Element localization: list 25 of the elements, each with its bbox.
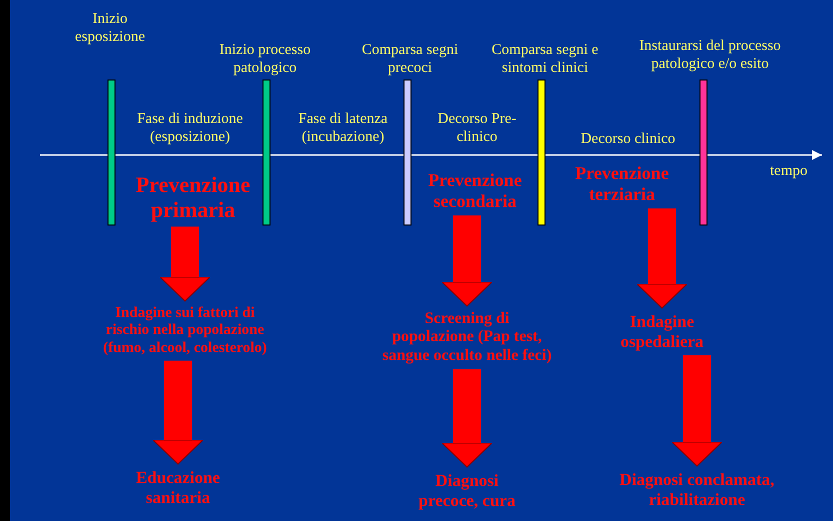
action-text: Indagine ospedaliera xyxy=(602,312,722,352)
axis-label: tempo xyxy=(770,162,808,180)
phase-label: Decorso Pre-clinico xyxy=(436,110,518,146)
action-text: Indagine sui fattori di rischio nella popolazione (fumo, alcool, colesterolo) xyxy=(100,305,270,357)
outcome-text: Diagnosi conclamata, riabilitazione xyxy=(577,470,817,510)
heading-text: Prevenzione primaria xyxy=(113,172,273,223)
arrow xyxy=(152,360,204,464)
milestone-label: Inizio esposizione xyxy=(74,10,146,46)
heading-text: Prevenzione secondaria xyxy=(405,170,545,212)
arrow xyxy=(442,369,492,468)
milestone-label: Inizio processo patologico xyxy=(218,41,312,77)
action-text: Screening di popolazione (Pap test, sangue occulto nelle feci) xyxy=(382,310,552,366)
milestone-label: Instaurarsi del processo patologico e/o esito xyxy=(638,37,782,73)
milestone-label: Comparsa segni e sintomi clinici xyxy=(490,41,600,77)
heading-text: Prevenzione terziaria xyxy=(552,163,692,204)
arrow xyxy=(160,226,210,302)
outcome-text: Educazione sanitaria xyxy=(113,468,243,508)
phase-label: Fase di latenza (incubazione) xyxy=(297,110,389,146)
arrow xyxy=(672,355,722,466)
outcome-text: Diagnosi precoce, cura xyxy=(407,471,527,510)
arrow xyxy=(442,215,492,306)
phase-label: Fase di induzione (esposizione) xyxy=(136,110,244,146)
arrow xyxy=(636,208,688,308)
milestone-label: Comparsa segni precoci xyxy=(360,41,460,77)
phase-label: Decorso clinico xyxy=(580,130,676,148)
